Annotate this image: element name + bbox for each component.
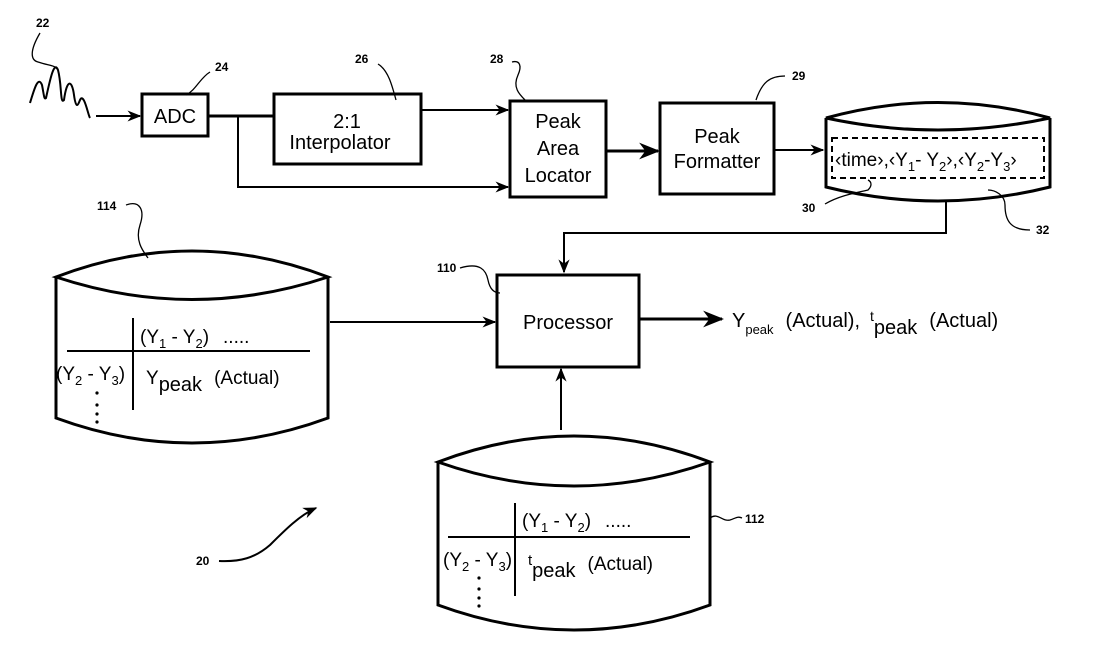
tpeak-row-ellipsis <box>477 576 481 608</box>
ref-leader-20 <box>218 507 318 563</box>
analog-waveform-icon <box>29 66 91 119</box>
locator-line1: Peak <box>535 111 582 133</box>
locator-line2: Area <box>537 138 580 160</box>
ypeak-col-header: (Y1 - Y2)..... <box>140 327 249 351</box>
interpolator-label: Interpolator <box>289 132 391 154</box>
ref-leader-32 <box>987 189 1031 231</box>
tpeak-col-header: (Y1 - Y2)..... <box>522 511 631 535</box>
ref-leader-112 <box>709 515 743 521</box>
tpeak-table-cylinder: (Y1 - Y2)..... (Y2 - Y3) tpeak(Actual) 1… <box>433 434 765 632</box>
ref-30: 30 <box>802 201 816 215</box>
ref-29: 29 <box>792 69 806 83</box>
wire-adc-bypass-to-locator <box>237 116 510 193</box>
ref-leader-114 <box>125 203 149 259</box>
input-signal: 22 <box>29 16 91 119</box>
adc-block: ADC 24 <box>140 60 229 138</box>
wire-store-to-processor <box>558 200 947 274</box>
ref-leader-28 <box>511 60 527 102</box>
processor-label: Processor <box>523 312 613 334</box>
record-dashed-box <box>831 137 1045 179</box>
ref-leader-26 <box>377 63 397 101</box>
ref-24: 24 <box>215 60 229 74</box>
peak-formatter-block: Peak Formatter 29 <box>658 69 806 196</box>
locator-line3: Locator <box>525 165 592 187</box>
record-fields: ‹time›,‹Y1- Y2›,‹Y2-Y3› <box>835 150 1017 174</box>
interpolator-block: 2:1 Interpolator 26 <box>272 52 423 166</box>
ref-22: 22 <box>36 16 50 30</box>
ref-leader-22 <box>31 32 59 71</box>
ref-32: 32 <box>1036 223 1050 237</box>
ref-26: 26 <box>355 52 369 66</box>
system-reference: 20 <box>196 507 318 568</box>
ypeak-table-cylinder: (Y1 - Y2)..... (Y2 - Y3) Ypeak(Actual) 1… <box>51 199 333 445</box>
tpeak-cell: tpeak(Actual) <box>528 552 653 582</box>
peak-area-locator-block: Peak Area Locator 28 <box>490 52 608 199</box>
ref-leader-110 <box>459 265 501 294</box>
ref-110: 110 <box>437 261 457 275</box>
ypeak-row-ellipsis <box>95 391 99 424</box>
ref-leader-30 <box>824 179 872 205</box>
adc-label: ADC <box>154 106 196 128</box>
tpeak-row-header: (Y2 - Y3) <box>443 550 512 574</box>
ypeak-cell: Ypeak(Actual) <box>146 368 280 396</box>
record-store-cylinder: ‹time›,‹Y1- Y2›,‹Y2-Y3› 30 32 <box>802 101 1052 237</box>
ref-leader-24 <box>185 71 211 96</box>
formatter-line2: Formatter <box>674 151 761 173</box>
ref-28: 28 <box>490 52 504 66</box>
processor-block: Processor 110 <box>437 261 641 369</box>
ref-114: 114 <box>97 199 117 213</box>
interpolator-ratio: 2:1 <box>333 111 361 133</box>
formatter-line1: Peak <box>694 126 741 148</box>
ypeak-row-header: (Y2 - Y3) <box>56 364 125 388</box>
processor-output-text: Ypeak(Actual),tpeak(Actual) <box>732 308 998 339</box>
ref-112: 112 <box>745 512 765 526</box>
ref-leader-29 <box>755 75 786 101</box>
ref-20: 20 <box>196 554 210 568</box>
